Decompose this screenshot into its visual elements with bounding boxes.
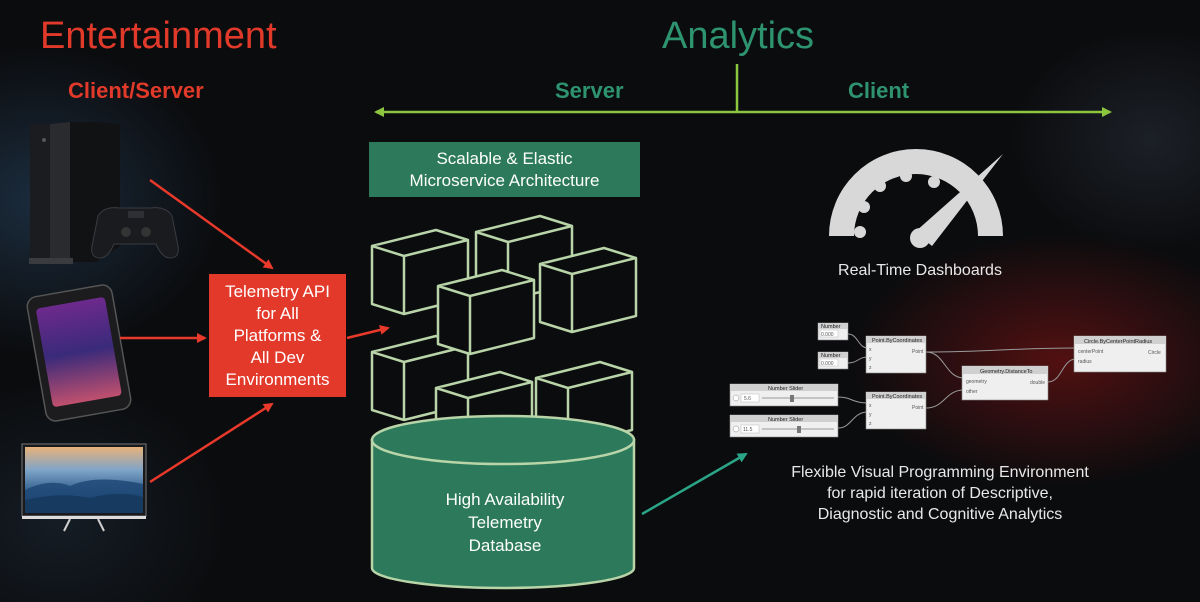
telemetry-api-line: Environments [225, 369, 330, 389]
port-label: Point [912, 405, 924, 411]
port-label: Point [912, 349, 924, 355]
client-label: Client [848, 78, 910, 103]
caption-line: Diagnostic and Cognitive Analytics [817, 506, 1063, 523]
monitor-icon [21, 443, 147, 532]
arrow-console-to-api [149, 178, 274, 270]
node-title: Geometry.DistanceTo [980, 369, 1032, 375]
database-line: High Availability [445, 490, 565, 509]
telemetry-api-line: for All [256, 303, 299, 323]
client-server-label: Client/Server [68, 78, 204, 103]
telemetry-api-line: All Dev [250, 347, 305, 367]
microservice-line: Scalable & Elastic [436, 148, 573, 168]
number-node[interactable]: Number 0.000 [817, 351, 849, 370]
game-controller-icon [91, 207, 179, 259]
port-label: double [1030, 380, 1045, 386]
visual-programming-graph: Number 0.000 Number 0.000 Number Slider … [729, 322, 1167, 438]
port-label: y [869, 356, 872, 362]
microservice-line: Microservice Architecture [409, 170, 600, 190]
port-label: Circle [1148, 350, 1161, 356]
arrow-monitor-to-api [149, 402, 274, 484]
node-title: Number [821, 353, 841, 359]
database-cylinder [370, 414, 636, 590]
real-time-dashboards-label: Real-Time Dashboards [838, 262, 1002, 279]
arrow-db-to-analytics [641, 452, 748, 516]
port-label: geometry [966, 379, 987, 385]
port-label: z [869, 421, 872, 427]
database-line: Database [468, 536, 542, 555]
caption-line: Flexible Visual Programming Environment [791, 464, 1089, 481]
node-value: 0.000 [821, 361, 834, 367]
arrow-api-to-services [346, 325, 390, 340]
port-label: x [869, 347, 872, 353]
server-label: Server [555, 78, 624, 103]
microservice-architecture-box: Scalable & Elastic Microservice Architec… [369, 142, 640, 197]
cube [538, 246, 638, 334]
port-label: x [869, 403, 872, 409]
node-title: Number Slider [768, 417, 803, 423]
port-label: radius [1078, 359, 1092, 365]
port-label: z [869, 365, 872, 371]
node-title: Number [821, 324, 841, 330]
caption-line: for rapid iteration of Descriptive, [827, 485, 1053, 502]
telemetry-api-box: Telemetry API for All Platforms & All De… [209, 274, 346, 397]
visual-programming-caption: Flexible Visual Programming Environment … [730, 462, 1150, 525]
node-title: Number Slider [768, 386, 803, 392]
node-title: Point.ByCoordinates [872, 338, 922, 344]
dashboard-gauge-icon [829, 149, 1003, 248]
database-line: Telemetry [468, 513, 542, 532]
cube [436, 268, 536, 356]
port-label: y [869, 412, 872, 418]
number-slider-node[interactable]: Number Slider 11.5 [729, 414, 839, 438]
node-value: 5.6 [744, 396, 751, 402]
port-label: other [966, 389, 978, 395]
smartphone-icon [26, 284, 132, 422]
geometry-distanceto-node[interactable]: Geometry.DistanceTo geometry other doubl… [961, 365, 1049, 401]
entertainment-title: Entertainment [40, 15, 277, 57]
node-value: 0.000 [821, 332, 834, 338]
point-bycoordinates-node[interactable]: Point.ByCoordinates x y z Point [865, 335, 927, 374]
telemetry-api-line: Platforms & [233, 325, 322, 345]
number-node[interactable]: Number 0.000 [817, 322, 849, 341]
node-value: 11.5 [743, 427, 753, 433]
database-label: High Availability Telemetry Database [405, 488, 605, 557]
analytics-title: Analytics [662, 15, 815, 57]
node-title: Point.ByCoordinates [872, 394, 922, 400]
point-bycoordinates-node[interactable]: Point.ByCoordinates x y z Point [865, 391, 927, 430]
circle-bycenterpointradius-node[interactable]: Circle.ByCenterPointRadius centerPoint r… [1073, 335, 1167, 373]
node-title: Circle.ByCenterPointRadius [1084, 339, 1152, 345]
port-label: centerPoint [1078, 349, 1104, 355]
telemetry-api-line: Telemetry API [225, 281, 330, 301]
microservice-cubes [370, 214, 638, 448]
number-slider-node[interactable]: Number Slider 5.6 [729, 383, 839, 407]
